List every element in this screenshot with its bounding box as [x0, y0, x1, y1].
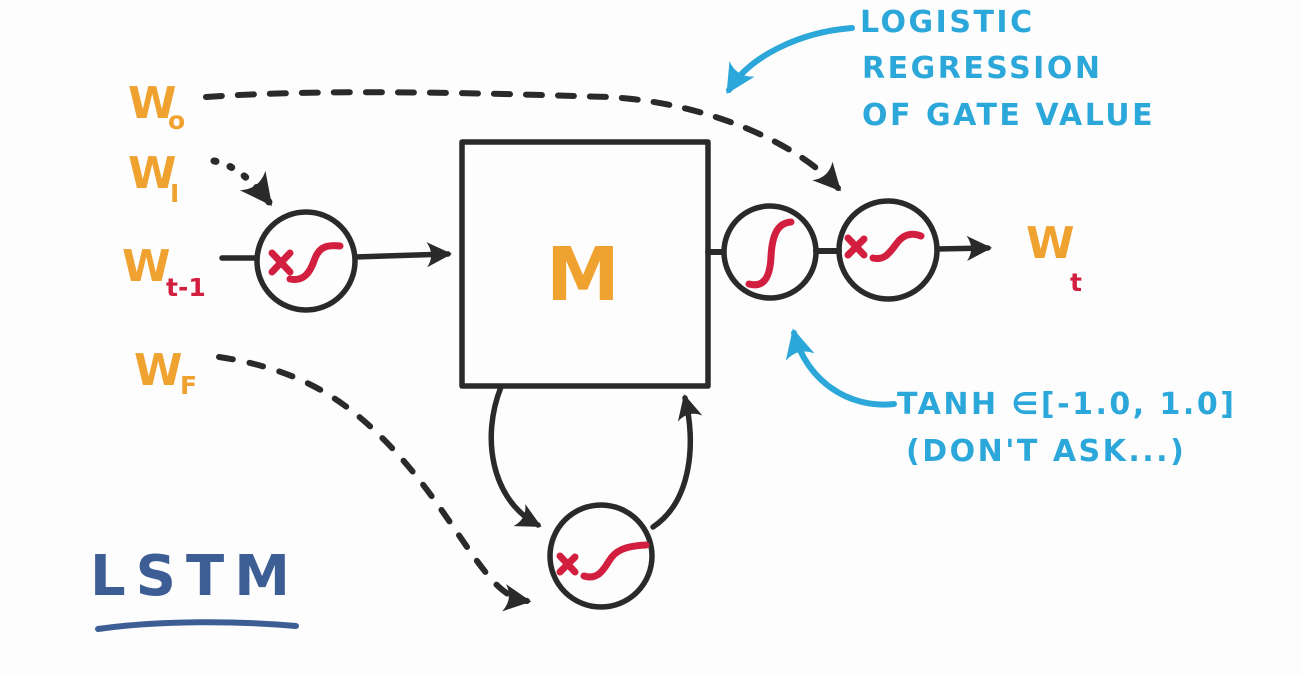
w-i-sub: I [170, 179, 179, 208]
w-prev-sub: t-1 [166, 273, 206, 302]
sigmoid-icon [869, 230, 925, 263]
logistic-line-3: OF GATE VALUE [862, 98, 1155, 133]
output-gate-node [836, 198, 940, 302]
wo-dashed-arrow [203, 89, 841, 192]
input-gate-to-cell-arrow [352, 242, 453, 268]
tanh-line-2: (DON'T ASK...) [906, 434, 1186, 469]
forget-loop-up [650, 394, 703, 530]
w-i-base: W [128, 148, 177, 199]
w-o-sub: o [168, 106, 185, 135]
label-w-i: W I [128, 148, 179, 208]
w-f-sub: F [180, 371, 197, 400]
w-prev-base: W [122, 241, 171, 292]
memory-cell-box [459, 139, 711, 389]
label-w-prev: W t-1 [122, 241, 206, 302]
label-w-o: W o [128, 78, 185, 135]
memory-cell-label: M [546, 232, 620, 318]
tanh-curve-icon [745, 218, 795, 289]
wf-dashed-arrow [216, 354, 532, 612]
output-arrow [934, 235, 993, 261]
logistic-line-2: REGRESSION [862, 51, 1102, 86]
output-gate-glyphs [844, 230, 925, 263]
label-w-f: W F [134, 345, 197, 400]
logistic-annotation-arrow [726, 25, 855, 95]
tanh-annotation-arrow [785, 328, 897, 408]
cell-loop-down [488, 384, 542, 528]
sigmoid-icon [286, 242, 344, 284]
tanh-glyphs [745, 218, 795, 289]
wi-dashed-arrow [210, 157, 273, 207]
logistic-line-1: LOGISTIC [860, 5, 1035, 40]
diagram-title: LSTM [90, 544, 300, 609]
input-gate-node [254, 209, 358, 313]
tanh-annotation: TANH ∈[-1.0, 1.0] (DON'T ASK...) [897, 387, 1236, 469]
sigmoid-icon [580, 541, 650, 581]
multiply-icon [556, 552, 579, 576]
w-o-base: W [128, 78, 177, 129]
input-gate-glyphs [268, 242, 344, 284]
w-out-base: W [1026, 218, 1075, 269]
w-f-base: W [134, 345, 183, 396]
label-w-out: W t [1026, 218, 1082, 297]
w-out-sub: t [1070, 268, 1082, 297]
title-underline [95, 619, 299, 632]
tanh-node [721, 203, 819, 301]
forget-gate-glyphs [556, 541, 650, 581]
forget-gate-node [547, 502, 655, 610]
multiply-icon [844, 234, 868, 259]
logistic-annotation: LOGISTIC REGRESSION OF GATE VALUE [860, 5, 1155, 133]
tanh-line-1: TANH ∈[-1.0, 1.0] [897, 387, 1236, 422]
multiply-icon [268, 249, 294, 276]
